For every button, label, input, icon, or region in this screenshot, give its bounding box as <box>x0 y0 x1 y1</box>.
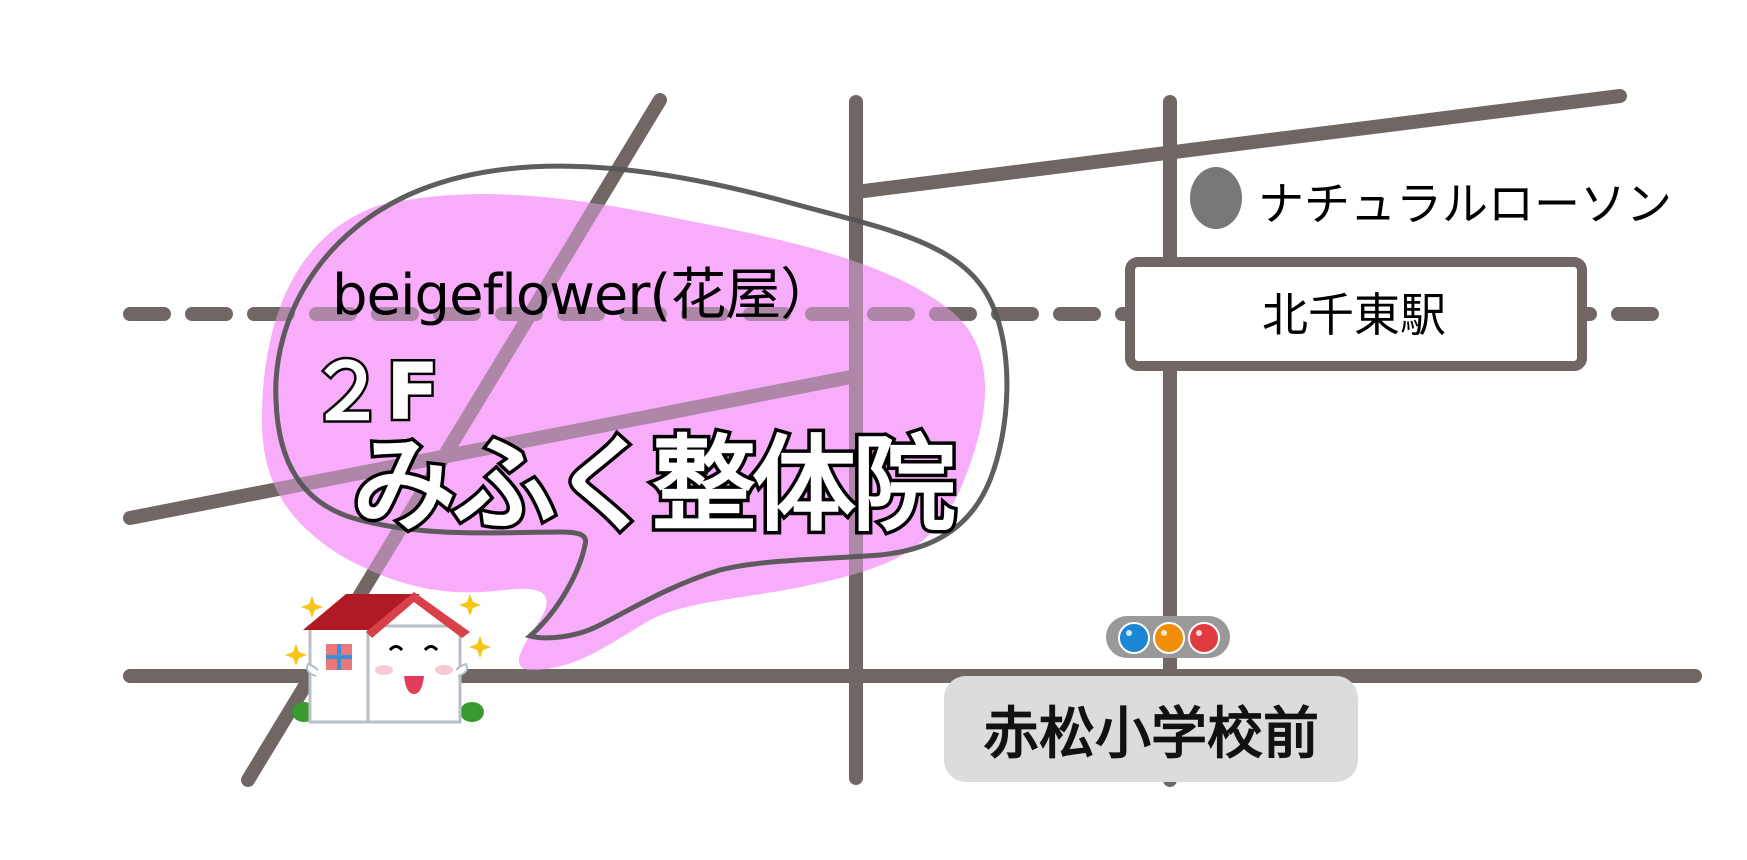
convenience-store-marker-icon <box>1190 167 1242 229</box>
bus-stop-label: 赤松小学校前 <box>983 701 1319 767</box>
convenience-store-label: ナチュラルローソン <box>1258 177 1672 231</box>
clinic-name: みふく整体院 <box>348 421 959 550</box>
station-box <box>1125 257 1587 371</box>
floor-label: ２F <box>305 346 441 441</box>
building-label: beigeflower(花屋） <box>332 263 836 328</box>
house-character-icon <box>285 592 491 724</box>
bus-stop-box: 赤松小学校前 <box>944 676 1358 782</box>
station-label: 北千東駅 <box>1126 256 1582 368</box>
traffic-light-icon <box>1106 616 1230 658</box>
station-name: 北千東駅 <box>1262 288 1446 342</box>
speech-bubble <box>273 163 1010 641</box>
